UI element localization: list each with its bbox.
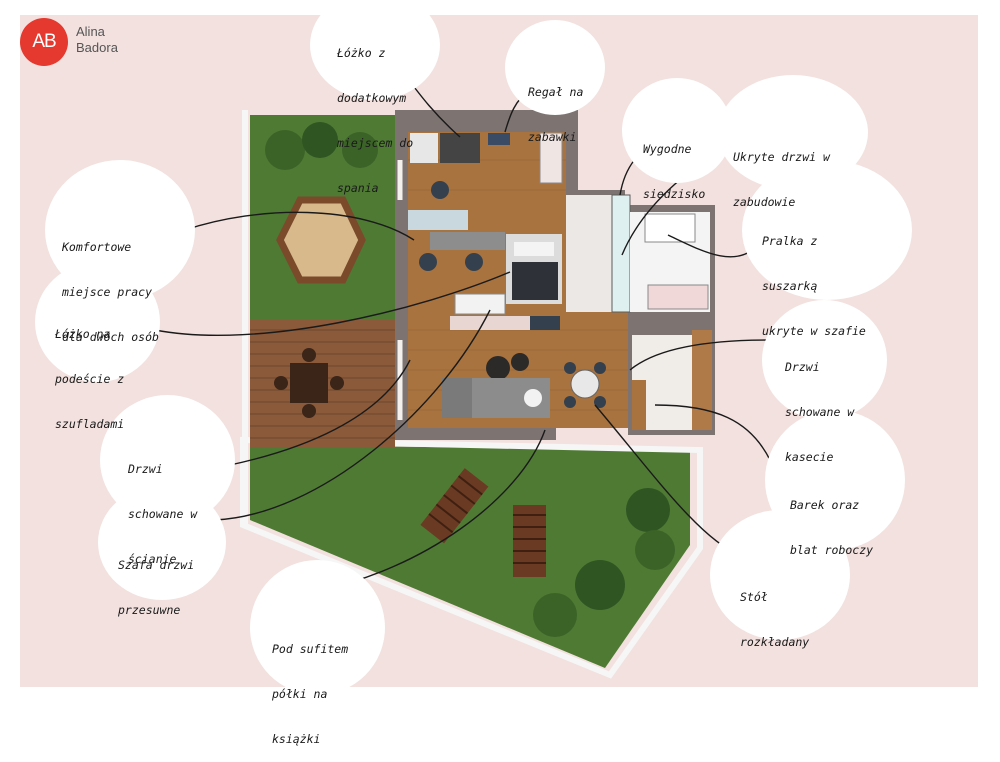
label-hidden-door: Ukryte drzwi w zabudowie (733, 120, 830, 225)
leader-workspace (184, 211, 415, 241)
label-line: siedzisko (643, 187, 706, 201)
tv-unit (450, 316, 530, 330)
brand-name: Alina Badora (76, 24, 118, 56)
label-line: Pod sufitem (272, 642, 349, 656)
label-line: ukryte w szafie (762, 324, 866, 338)
label-line: Szafa drzwi (118, 558, 195, 572)
label-bed-extra: Łóżko z dodatkowym miejscem do spania (337, 16, 413, 211)
label-line: przesuwne (118, 603, 181, 617)
label-line: ścianie (128, 552, 177, 566)
brand-logo: AB (20, 18, 68, 66)
label-line: schowane w (785, 405, 855, 419)
label-line: Stół (740, 590, 768, 604)
bubble-shelves (250, 560, 385, 695)
leader-platform-bed (154, 271, 511, 336)
label-line: książki (272, 732, 321, 746)
garden-lawn (250, 445, 690, 668)
label-line: Barek oraz (790, 498, 860, 512)
label-line: kasecie (785, 450, 834, 464)
label-line: Drzwi (785, 360, 820, 374)
label-line: Komfortowe (62, 240, 132, 254)
label-washer: Pralka z suszarką ukryte w szafie (762, 204, 866, 354)
label-wardrobe: Szafa drzwi przesuwne (118, 528, 194, 633)
bubble-platform-bed (35, 262, 160, 382)
bush (575, 560, 625, 610)
label-line: Drzwi (128, 462, 163, 476)
coffee-table-2 (511, 353, 529, 371)
bathtub (647, 284, 709, 310)
desk-2 (430, 232, 505, 250)
bubble-bed-extra (310, 0, 440, 100)
bush (635, 530, 675, 570)
bubble-pocket-door (762, 300, 887, 420)
label-line: półki na (272, 687, 328, 701)
bush (626, 488, 670, 532)
label-line: dla dwóch osób (62, 330, 159, 344)
label-line: spania (337, 181, 379, 195)
terrace-table (290, 363, 328, 403)
bar-counter (632, 380, 646, 430)
label-comfy-seat: Wygodne siedzisko (643, 112, 705, 217)
label-wall-door: Drzwi schowane w ścianie (128, 432, 197, 582)
bubble-toy-shelf (505, 20, 605, 115)
kitchen-counter (692, 330, 712, 430)
toy-shelf (488, 133, 510, 145)
sandbox (276, 196, 366, 284)
label-line: Wygodne (643, 142, 692, 156)
label-line: schowane w (128, 507, 198, 521)
label-line: Łóżko na (55, 327, 111, 341)
label-line: dodatkowym (337, 91, 407, 105)
label-bar: Barek oraz blat roboczy (790, 468, 873, 573)
bush (302, 122, 338, 158)
dining-table (570, 369, 600, 399)
bush (342, 132, 378, 168)
label-workspace: Komfortowe miejsce pracy dla dwóch osób (62, 210, 159, 360)
wardrobe-kids (539, 132, 563, 184)
coffee-table (486, 356, 510, 380)
bed-light (410, 133, 438, 163)
label-line: Pralka z (762, 234, 818, 248)
leader-wall-door (229, 359, 411, 466)
label-line: miejscem do (337, 136, 414, 150)
brand-monogram: AB (32, 31, 56, 52)
label-line: blat roboczy (790, 543, 874, 557)
bubble-wardrobe (98, 485, 226, 600)
label-line: suszarką (762, 279, 818, 293)
leader-pocket-door (629, 339, 769, 371)
sun-lounger (420, 468, 489, 544)
floor-plan (154, 74, 771, 679)
bush (533, 593, 577, 637)
label-line: zabawki (528, 130, 577, 144)
label-line: Łóżko z (337, 46, 386, 60)
label-line: Regał na (528, 85, 584, 99)
toilet-area (644, 213, 696, 243)
bubble-table (710, 510, 850, 640)
brand-name-line1: Alina (76, 24, 105, 39)
leader-bar (654, 404, 771, 461)
wardrobe-hall (611, 194, 631, 313)
bush (265, 130, 305, 170)
bunk-bed (440, 133, 480, 163)
label-shelves: Pod sufitem półki na książki (272, 612, 348, 762)
label-line: podeście z (55, 372, 125, 386)
label-line: miejsce pracy (62, 285, 153, 299)
label-table: Stół rozkładany (740, 560, 809, 665)
label-line: rozkładany (740, 635, 810, 649)
leader-wardrobe (214, 309, 491, 521)
label-line: szufladami (55, 417, 125, 431)
sun-lounger (513, 505, 546, 577)
label-platform-bed: Łóżko na podeście z szufladami (55, 297, 124, 447)
label-line: Ukryte drzwi w (733, 150, 830, 164)
brand-name-line2: Badora (76, 40, 118, 55)
label-toy-shelf: Regał na zabawki (528, 55, 583, 160)
desk (408, 210, 468, 230)
label-line: zabudowie (733, 195, 796, 209)
label-pocket-door: Drzwi schowane w kasecie (785, 330, 854, 480)
bubble-comfy-seat (622, 78, 732, 183)
kitchenette (454, 293, 506, 315)
bubble-washer (742, 160, 912, 300)
